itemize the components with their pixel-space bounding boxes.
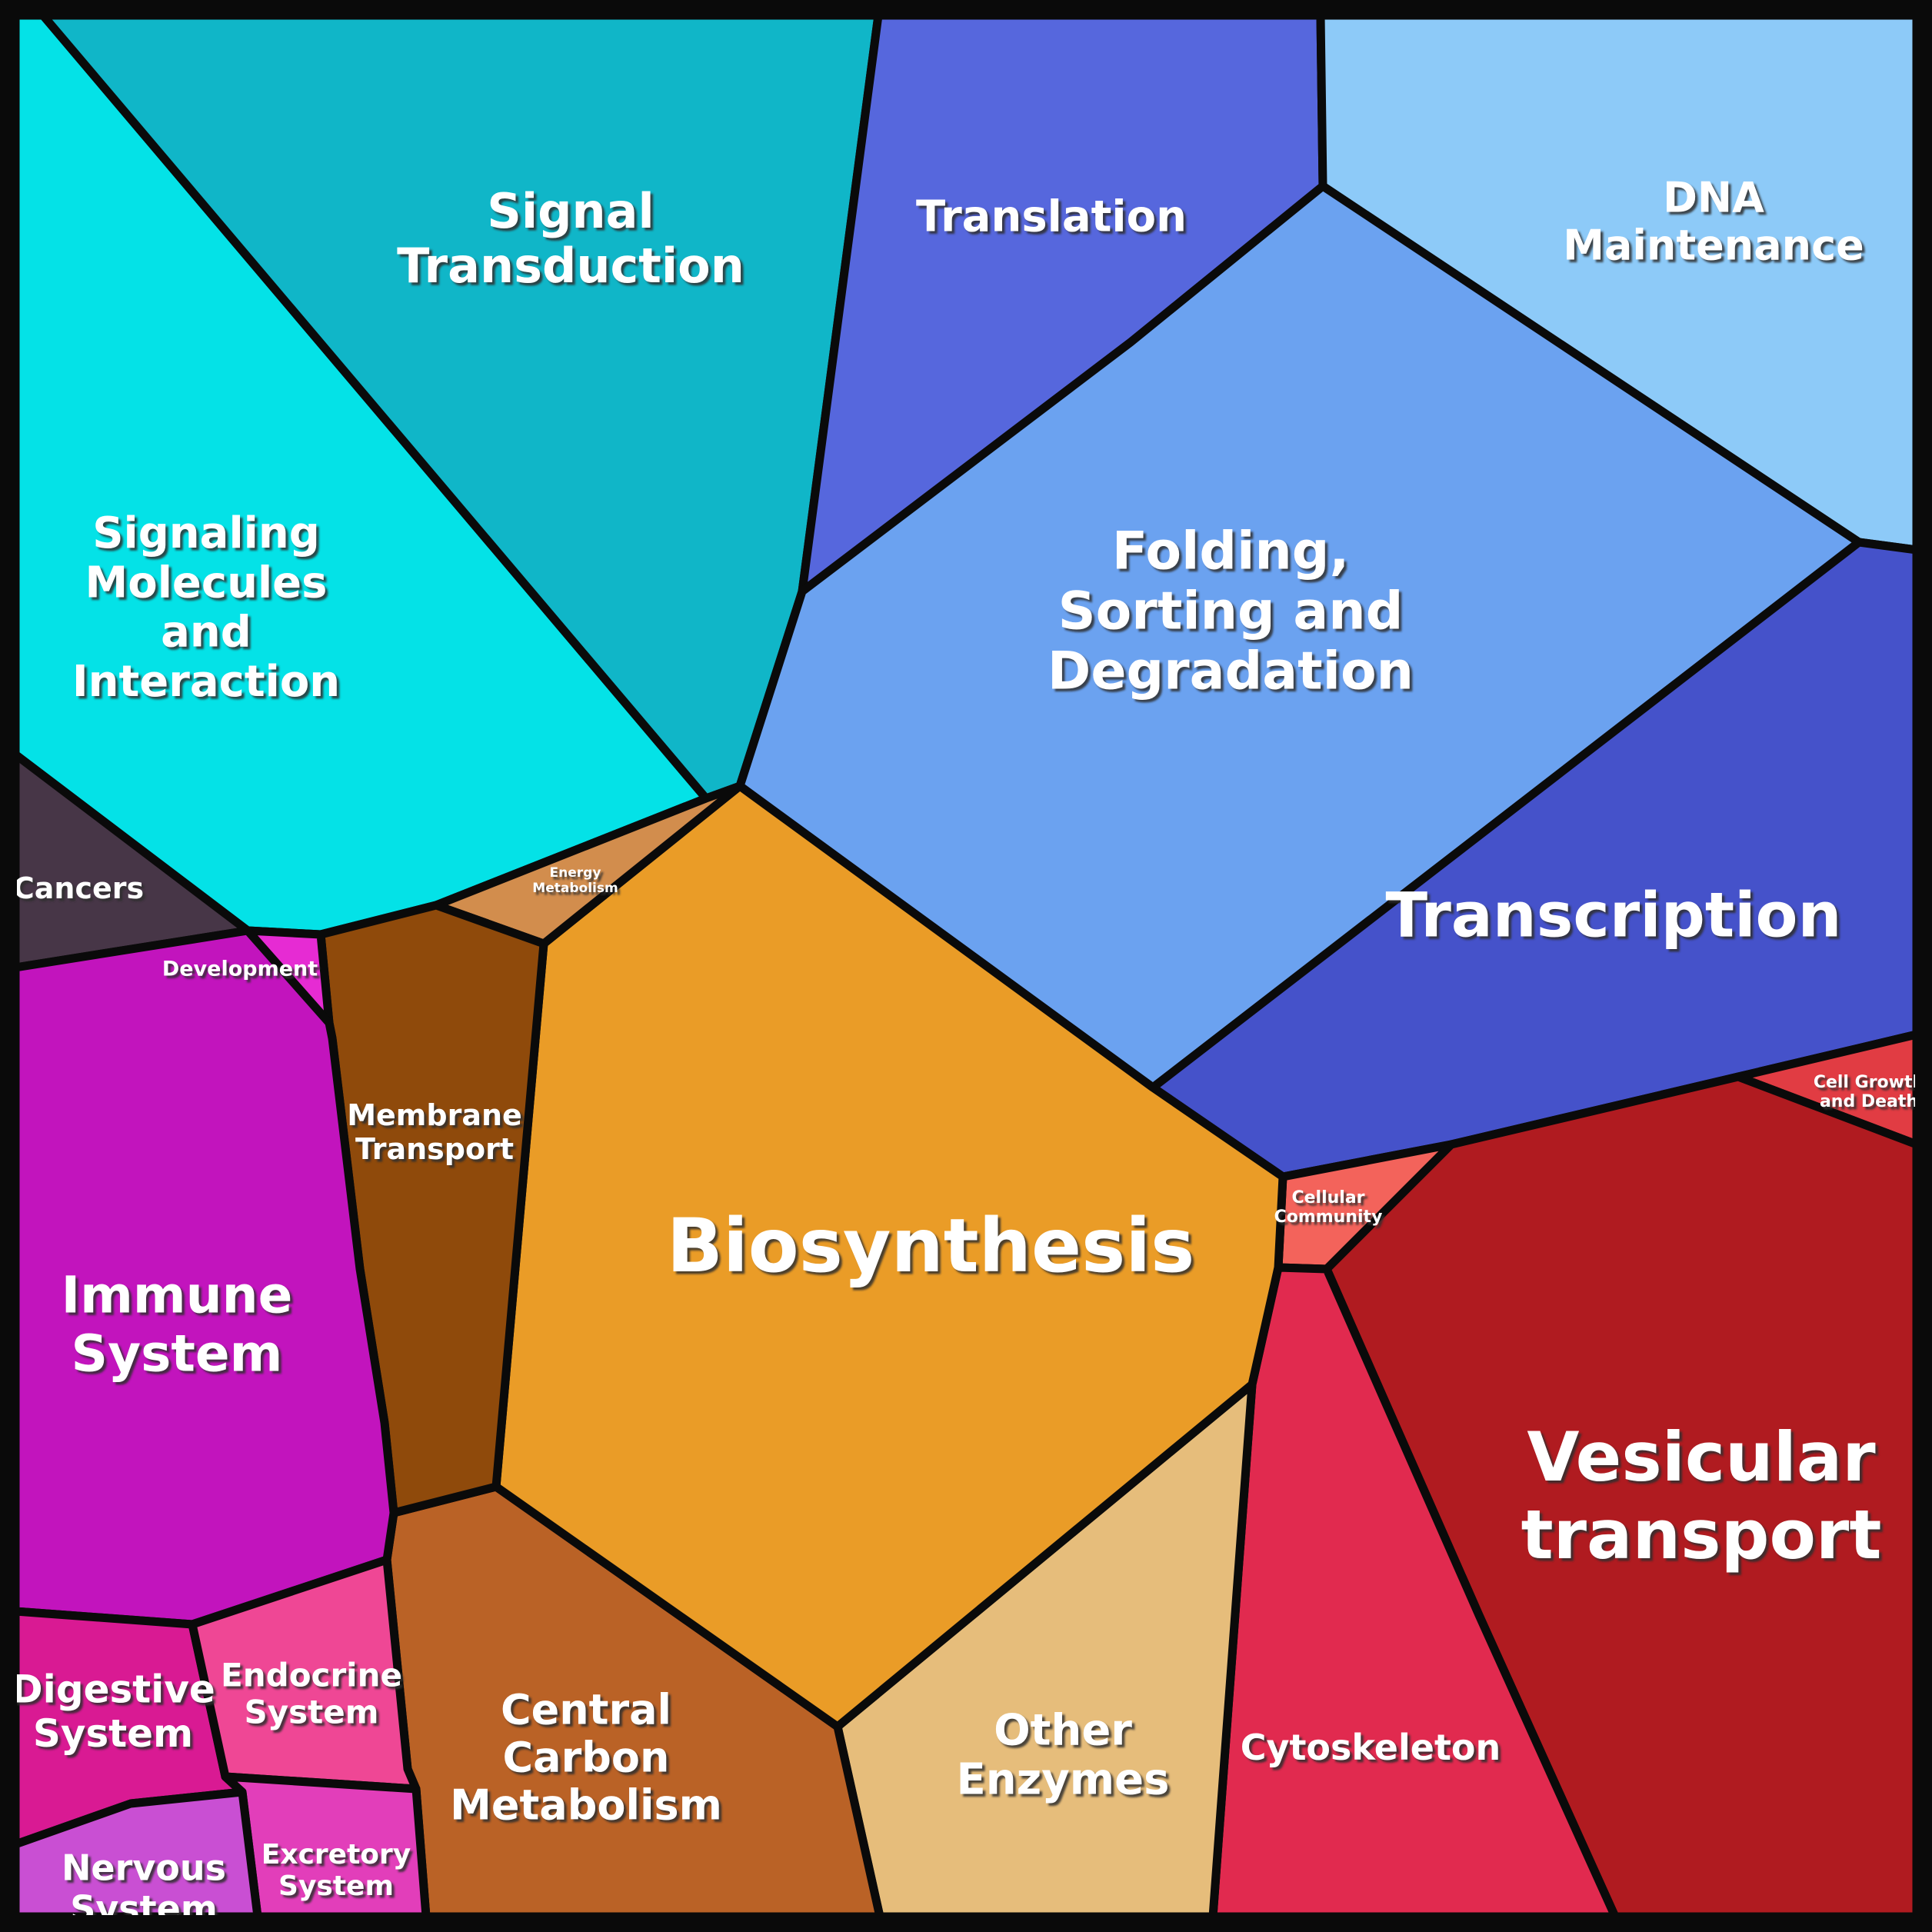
label-translation: Translation: [916, 192, 1187, 242]
region-endocrine-system: [188, 1555, 421, 1794]
label-shadow-transcription: Transcription: [1388, 882, 1844, 954]
label-cytoskeleton: Cytoskeleton: [1241, 1727, 1501, 1768]
label-shadow-cytoskeleton: Cytoskeleton: [1243, 1730, 1504, 1771]
label-shadow-biosynthesis: Biosynthesis: [669, 1206, 1198, 1292]
label-shadow-development: Development: [165, 960, 320, 984]
label-biosynthesis: Biosynthesis: [667, 1203, 1195, 1289]
label-shadow-translation: Translation: [919, 195, 1190, 245]
label-shadow-cancers: Cancers: [15, 874, 146, 908]
label-transcription: Transcription: [1386, 880, 1842, 951]
label-development: Development: [162, 958, 318, 981]
label-cancers: Cancers: [13, 871, 144, 905]
